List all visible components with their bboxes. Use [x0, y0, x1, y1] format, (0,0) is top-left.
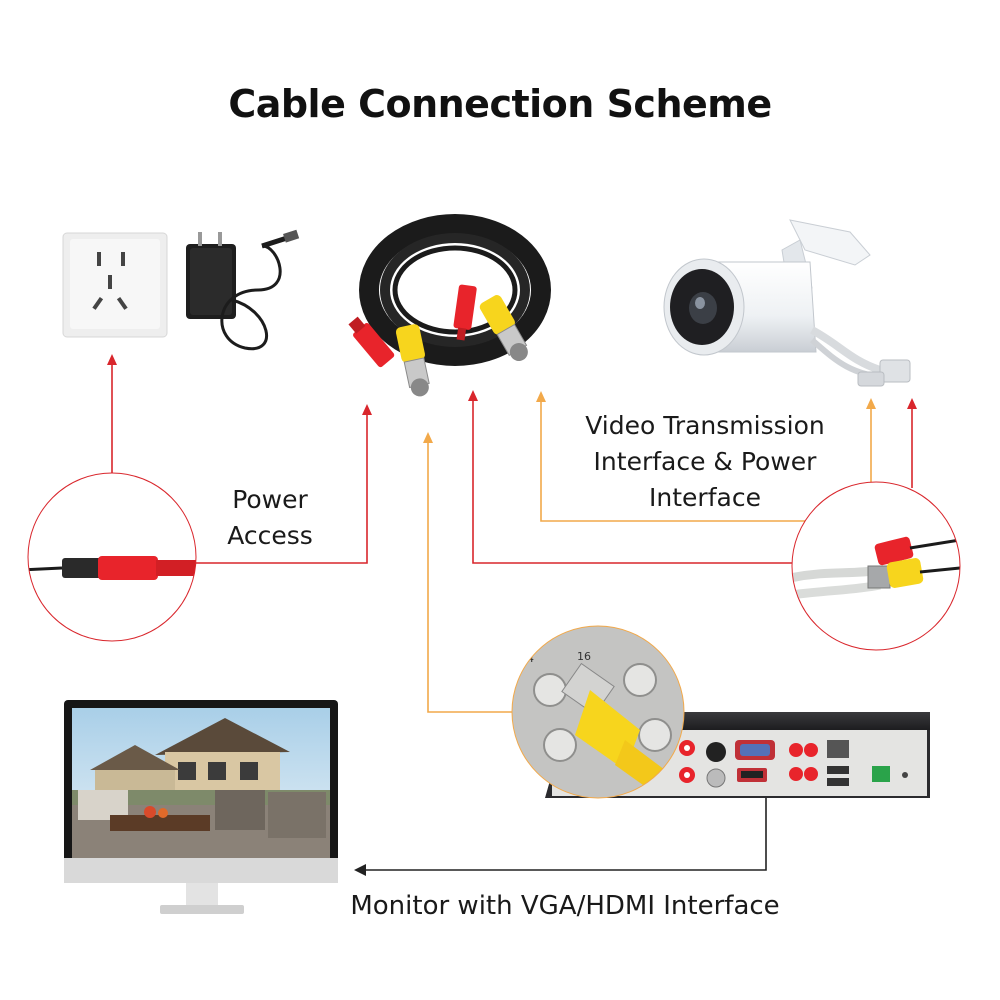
line-power-access — [196, 412, 368, 564]
arrow-cable-orange — [536, 391, 546, 402]
video-power-line-2: Interface & Power — [593, 447, 817, 476]
power-access-line-2: Access — [227, 521, 313, 550]
arrow-cable-red — [468, 390, 478, 401]
power-adapter-icon — [186, 229, 300, 351]
dvr-bnc-closeup: 16 4 — [511, 625, 685, 799]
arrow-cable-bnc — [423, 432, 433, 443]
monitor-icon — [64, 700, 338, 914]
arrow-cable-dc — [362, 404, 372, 415]
connector-lines — [111, 362, 913, 871]
camera-cable-closeup — [791, 481, 961, 651]
bnc-yellow-connector-left — [395, 324, 430, 397]
power-access-label: Power Access — [190, 482, 350, 554]
arrow-heads — [107, 354, 917, 876]
page-title: Cable Connection Scheme — [228, 82, 772, 126]
arrow-monitor — [354, 864, 366, 876]
arrow-camera-red — [907, 398, 917, 409]
line-camera-video — [540, 398, 806, 522]
bnc-yellow-connector-right — [479, 295, 528, 362]
bullet-camera-icon — [663, 219, 911, 387]
power-access-line-1: Power — [232, 485, 308, 514]
power-plug-closeup — [27, 472, 197, 642]
line-dvr-video — [427, 440, 512, 713]
arrow-socket — [107, 354, 117, 365]
arrow-camera-orange — [866, 398, 876, 409]
dc-red-connector-right — [453, 284, 477, 341]
wall-socket-icon — [62, 232, 168, 338]
line-monitor — [363, 790, 767, 871]
video-power-line-3: Interface — [649, 483, 761, 512]
bnc-cable-coil-icon — [348, 214, 551, 397]
video-power-line-1: Video Transmission — [585, 411, 825, 440]
monitor-label: Monitor with VGA/HDMI Interface — [350, 891, 780, 921]
dc-red-connector — [348, 316, 395, 368]
line-camera-power — [472, 398, 792, 564]
svg-text:16: 16 — [577, 650, 591, 663]
video-power-interface-label: Video Transmission Interface & Power Int… — [560, 408, 850, 516]
